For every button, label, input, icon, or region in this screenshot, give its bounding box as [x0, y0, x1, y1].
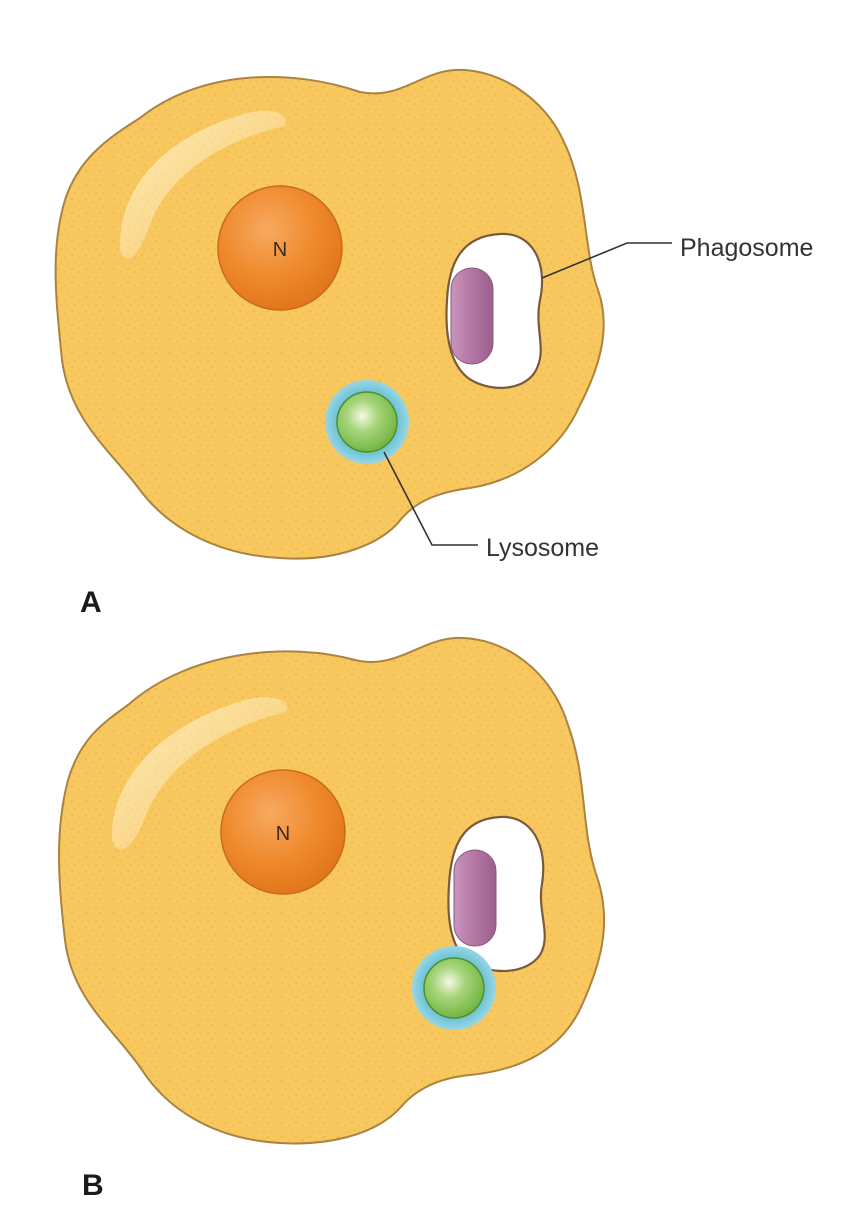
nucleus: [220, 769, 346, 895]
phagosome-label: Phagosome: [680, 234, 813, 262]
lysosome: [423, 957, 485, 1019]
nucleus-label: N: [276, 823, 290, 845]
panel-b-letter: B: [82, 1169, 104, 1200]
lysosome: [336, 391, 398, 453]
bacterium: [453, 849, 497, 947]
bacterium: [450, 267, 494, 365]
membrane-highlight: [111, 697, 288, 850]
panel-a: N Phagosome Lysosome A: [54, 68, 813, 619]
panel-a-letter: A: [80, 586, 102, 619]
lysosome-leader-line: [383, 451, 478, 546]
membrane-highlight: [119, 110, 286, 259]
phagosome-leader-line: [541, 242, 672, 279]
panel-b: N B: [58, 636, 606, 1202]
nucleus: [217, 185, 343, 311]
nucleus-label: N: [273, 239, 287, 261]
cytoplasm-stipple: [55, 69, 604, 559]
lysosome-label: Lysosome: [486, 534, 599, 562]
